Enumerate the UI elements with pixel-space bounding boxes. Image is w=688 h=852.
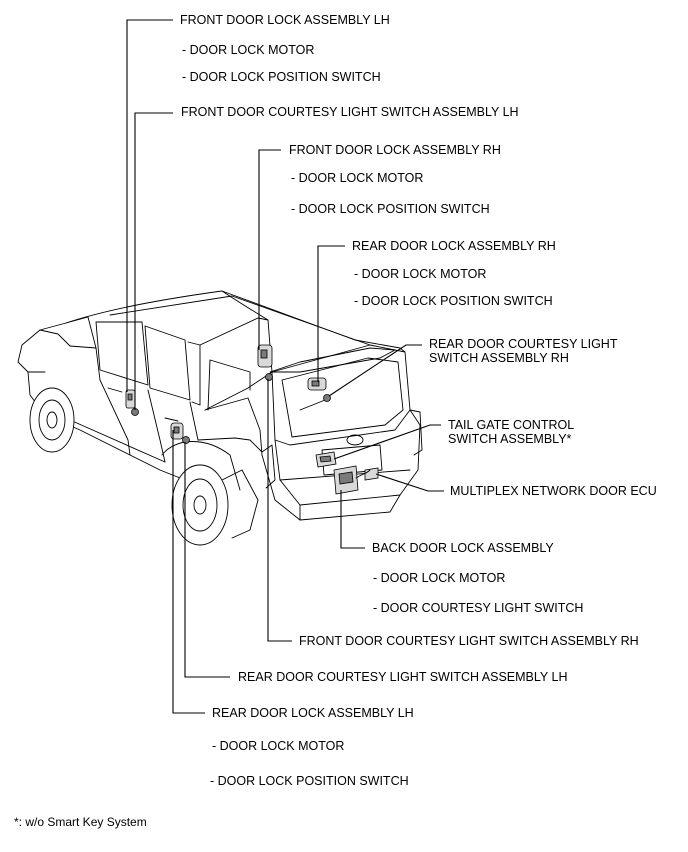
label-front-door-lock-lh: FRONT DOOR LOCK ASSEMBLY LH: [180, 13, 390, 27]
rear-wheel: [161, 441, 259, 546]
label-front-door-lock-lh-motor: - DOOR LOCK MOTOR: [182, 43, 315, 57]
label-rear-door-lock-lh-motor: - DOOR LOCK MOTOR: [212, 739, 345, 753]
label-back-door-courtesy-switch: - DOOR COURTESY LIGHT SWITCH: [373, 601, 584, 615]
label-front-door-lock-rh-motor: - DOOR LOCK MOTOR: [291, 171, 424, 185]
rear-courtesy-switch-lh-part: [182, 436, 190, 444]
label-rear-door-lock-rh: REAR DOOR LOCK ASSEMBLY RH: [352, 239, 556, 253]
label-front-door-lock-lh-switch: - DOOR LOCK POSITION SWITCH: [182, 70, 381, 84]
label-rear-door-lock-rh-motor: - DOOR LOCK MOTOR: [354, 267, 487, 281]
label-tailgate-control-switch-1: TAIL GATE CONTROL: [448, 418, 575, 432]
front-courtesy-switch-rh-part: [265, 373, 273, 381]
label-tailgate-control-switch-2: SWITCH ASSEMBLY*: [448, 432, 572, 446]
leader-lines: [126, 19, 444, 714]
label-front-door-lock-rh-switch: - DOOR LOCK POSITION SWITCH: [291, 202, 490, 216]
label-rear-door-lock-lh-switch: - DOOR LOCK POSITION SWITCH: [210, 774, 409, 788]
footnote: *: w/o Smart Key System: [14, 815, 147, 829]
label-rear-door-lock-lh: REAR DOOR LOCK ASSEMBLY LH: [212, 706, 414, 720]
tailgate-control-switch-part: [315, 451, 337, 468]
multiplex-ecu-part: [355, 467, 379, 481]
label-rear-door-courtesy-rh-2: SWITCH ASSEMBLY RH: [429, 351, 569, 365]
front-wheel: [29, 387, 75, 453]
rear-door-lock-rh-part: [307, 377, 327, 391]
label-front-door-courtesy-rh: FRONT DOOR COURTESY LIGHT SWITCH ASSEMBL…: [299, 634, 639, 648]
front-door-lock-lh-part: [125, 389, 136, 409]
back-door-lock-part: [333, 465, 359, 495]
front-door-lock-rh-part: [257, 344, 273, 368]
label-rear-door-courtesy-rh-1: REAR DOOR COURTESY LIGHT: [429, 337, 618, 351]
label-rear-door-lock-rh-switch: - DOOR LOCK POSITION SWITCH: [354, 294, 553, 308]
rear-door-lock-lh-part: [170, 422, 184, 440]
label-back-door-lock-motor: - DOOR LOCK MOTOR: [373, 571, 506, 585]
label-rear-door-courtesy-lh: REAR DOOR COURTESY LIGHT SWITCH ASSEMBLY…: [238, 670, 568, 684]
label-multiplex-network-door-ecu: MULTIPLEX NETWORK DOOR ECU: [450, 484, 657, 498]
label-back-door-lock: BACK DOOR LOCK ASSEMBLY: [372, 541, 554, 555]
label-front-door-lock-rh: FRONT DOOR LOCK ASSEMBLY RH: [289, 143, 501, 157]
label-front-door-courtesy-lh: FRONT DOOR COURTESY LIGHT SWITCH ASSEMBL…: [181, 105, 519, 119]
rear-courtesy-switch-rh-part: [323, 394, 331, 402]
